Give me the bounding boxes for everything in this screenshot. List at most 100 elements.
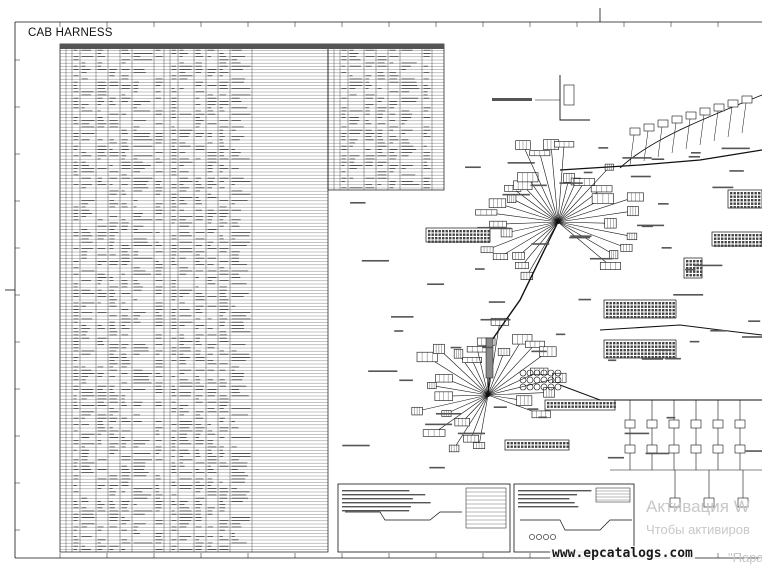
annotation-text-mark: [721, 147, 750, 150]
table-cell-text: [121, 504, 129, 505]
table-cell-text: [195, 56, 204, 57]
connector-pin: [730, 195, 733, 198]
table-cell-text: [97, 91, 107, 93]
table-cell-text: [219, 325, 225, 326]
table-cell-text: [179, 273, 187, 275]
table-cell-text: [231, 517, 251, 518]
table-cell-text: [207, 446, 217, 448]
table-cell-text: [349, 145, 353, 147]
table-cell-text: [195, 318, 201, 320]
table-cell-text: [179, 49, 184, 51]
table-cell-text: [207, 197, 217, 198]
table-cell-text: [195, 360, 205, 361]
connector-pin: [623, 345, 626, 348]
connector-pin: [756, 241, 759, 244]
table-cell-text: [109, 485, 119, 486]
table-cell-text: [121, 440, 131, 441]
table-cell-text: [121, 261, 131, 262]
connector-pin: [752, 234, 755, 237]
connector-pin: [616, 345, 619, 348]
table-cell-text: [231, 408, 251, 409]
connector-pin: [644, 309, 647, 312]
connector-pin: [749, 241, 752, 244]
table-cell-text: [219, 395, 227, 397]
table-cell-text: [109, 149, 113, 150]
table-cell-text: [121, 347, 127, 349]
table-cell-text: [121, 517, 125, 518]
table-cell-text: [195, 145, 205, 147]
table-cell-text: [81, 437, 90, 438]
connector-pin: [696, 270, 699, 273]
table-cell-text: [121, 542, 131, 544]
connector-pin: [745, 234, 748, 237]
table-cell-text: [231, 264, 248, 265]
table-cell-text: [349, 139, 358, 141]
table-cell-text: [231, 427, 239, 429]
table-cell-text: [73, 475, 79, 477]
table-cell-text: [73, 315, 79, 317]
connector-pin: [620, 305, 623, 308]
table-cell-text: [171, 318, 177, 320]
table-cell-text: [109, 401, 118, 403]
table-cell-text: [195, 536, 205, 537]
table-cell-text: [155, 427, 163, 429]
table-cell-text: [133, 421, 142, 422]
table-cell-text: [133, 88, 139, 89]
table-cell-text: [81, 453, 89, 454]
table-cell-text: [219, 398, 229, 400]
table-cell-text: [195, 277, 199, 278]
table-cell-text: [377, 136, 382, 137]
table-cell-text: [121, 389, 131, 390]
table-cell-text: [171, 469, 176, 470]
table-cell-text: [73, 149, 78, 150]
connector-pin: [672, 312, 675, 315]
table-cell-text: [155, 353, 160, 355]
table-cell-text: [195, 369, 205, 371]
table-cell-text: [179, 405, 189, 406]
connector-pin: [559, 442, 562, 445]
annotation-text-mark: [748, 320, 761, 322]
table-cell-text: [97, 101, 105, 102]
connector-pin: [438, 237, 441, 240]
table-cell-text: [179, 241, 192, 243]
table-cell-text: [171, 321, 177, 323]
connector-pin: [714, 237, 717, 240]
table-cell-text: [195, 261, 200, 262]
table-cell-text: [179, 235, 192, 237]
table-cell-text: [109, 113, 119, 115]
connector-pin: [431, 237, 434, 240]
table-cell-text: [73, 312, 79, 313]
table-cell-text: [97, 264, 102, 265]
table-cell-text: [207, 411, 217, 413]
table-cell-text: [97, 123, 107, 125]
table-cell-text: [207, 181, 214, 182]
annotation-text-mark: [457, 432, 486, 435]
table-cell-text: [155, 161, 163, 163]
lower-connector-strip-2: [504, 439, 570, 451]
table-cell-text: [121, 334, 129, 336]
table-cell-text: [109, 305, 117, 307]
connector-pin: [609, 342, 612, 345]
table-cell-text: [121, 257, 130, 259]
annotation-text-mark: [624, 432, 650, 435]
table-cell-text: [109, 366, 114, 368]
table-cell-text: [121, 293, 131, 294]
connector-pin: [717, 244, 720, 247]
table-cell-text: [133, 526, 139, 528]
table-cell-text: [207, 549, 217, 550]
site-url-link[interactable]: www.epcatalogs.com: [550, 546, 695, 561]
table-cell-text: [155, 171, 163, 173]
connector-pin: [613, 305, 616, 308]
upper-harness-hub-branch: [486, 221, 559, 251]
table-cell-text: [179, 485, 193, 486]
table-cell-text: [97, 401, 104, 403]
connector-pin: [724, 241, 727, 244]
connector-pin: [733, 202, 736, 205]
drop-connector: [668, 419, 680, 429]
table-cell-text: [73, 88, 78, 89]
connector-pin: [751, 192, 754, 195]
table-cell-text: [195, 65, 202, 67]
table-cell-text: [377, 117, 383, 118]
connector-pin: [556, 445, 559, 448]
connector-pin: [452, 240, 455, 243]
